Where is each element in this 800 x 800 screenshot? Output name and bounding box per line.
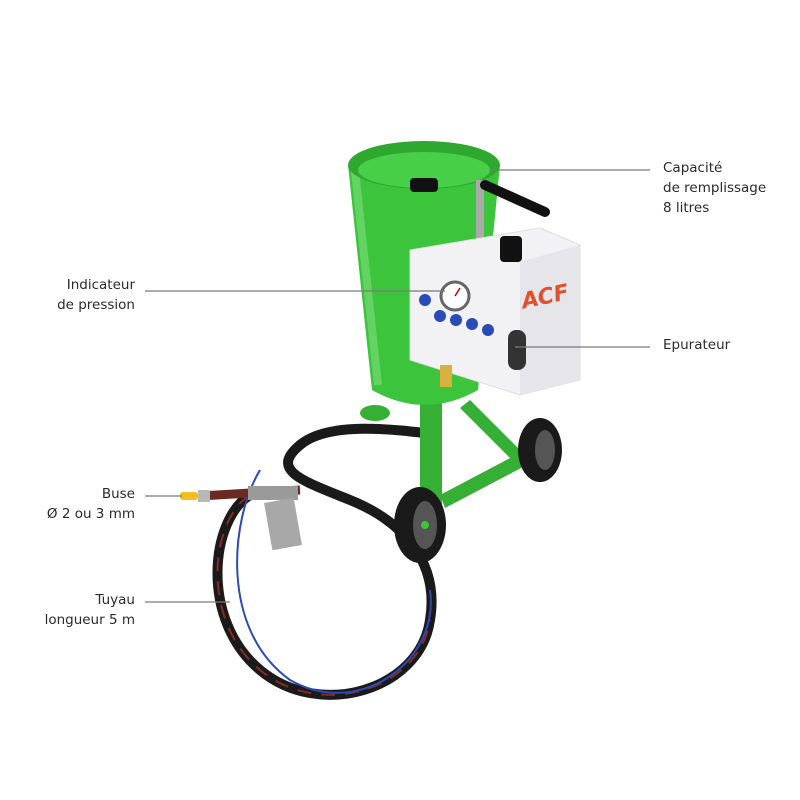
callout-epurateur: Epurateur (663, 335, 730, 355)
callout-text: de remplissage (663, 180, 767, 196)
frame (360, 400, 540, 510)
nozzle (180, 486, 302, 551)
callout-tuyau: Tuyau longueur 5 m (45, 590, 135, 630)
callout-buse: Buse Ø 2 ou 3 mm (47, 484, 135, 524)
control-box: ACF (409, 227, 581, 396)
callout-text: Tuyau (95, 592, 135, 608)
callout-text: longueur 5 m (44, 612, 135, 628)
callout-text: Indicateur (66, 277, 135, 293)
callout-text: 8 litres (663, 200, 710, 216)
callout-text: Epurateur (663, 337, 731, 353)
callout-indicateur: Indicateur de pression (57, 275, 135, 315)
callout-capacite: Capacité de remplissage 8 litres (663, 158, 766, 218)
callout-text: de pression (57, 297, 135, 313)
callout-text: Ø 2 ou 3 mm (46, 506, 135, 522)
hose (199, 423, 441, 700)
callout-text: Capacité (663, 160, 723, 176)
leader-lines (145, 169, 650, 603)
wheels (394, 418, 562, 563)
callout-text: Buse (101, 486, 135, 502)
